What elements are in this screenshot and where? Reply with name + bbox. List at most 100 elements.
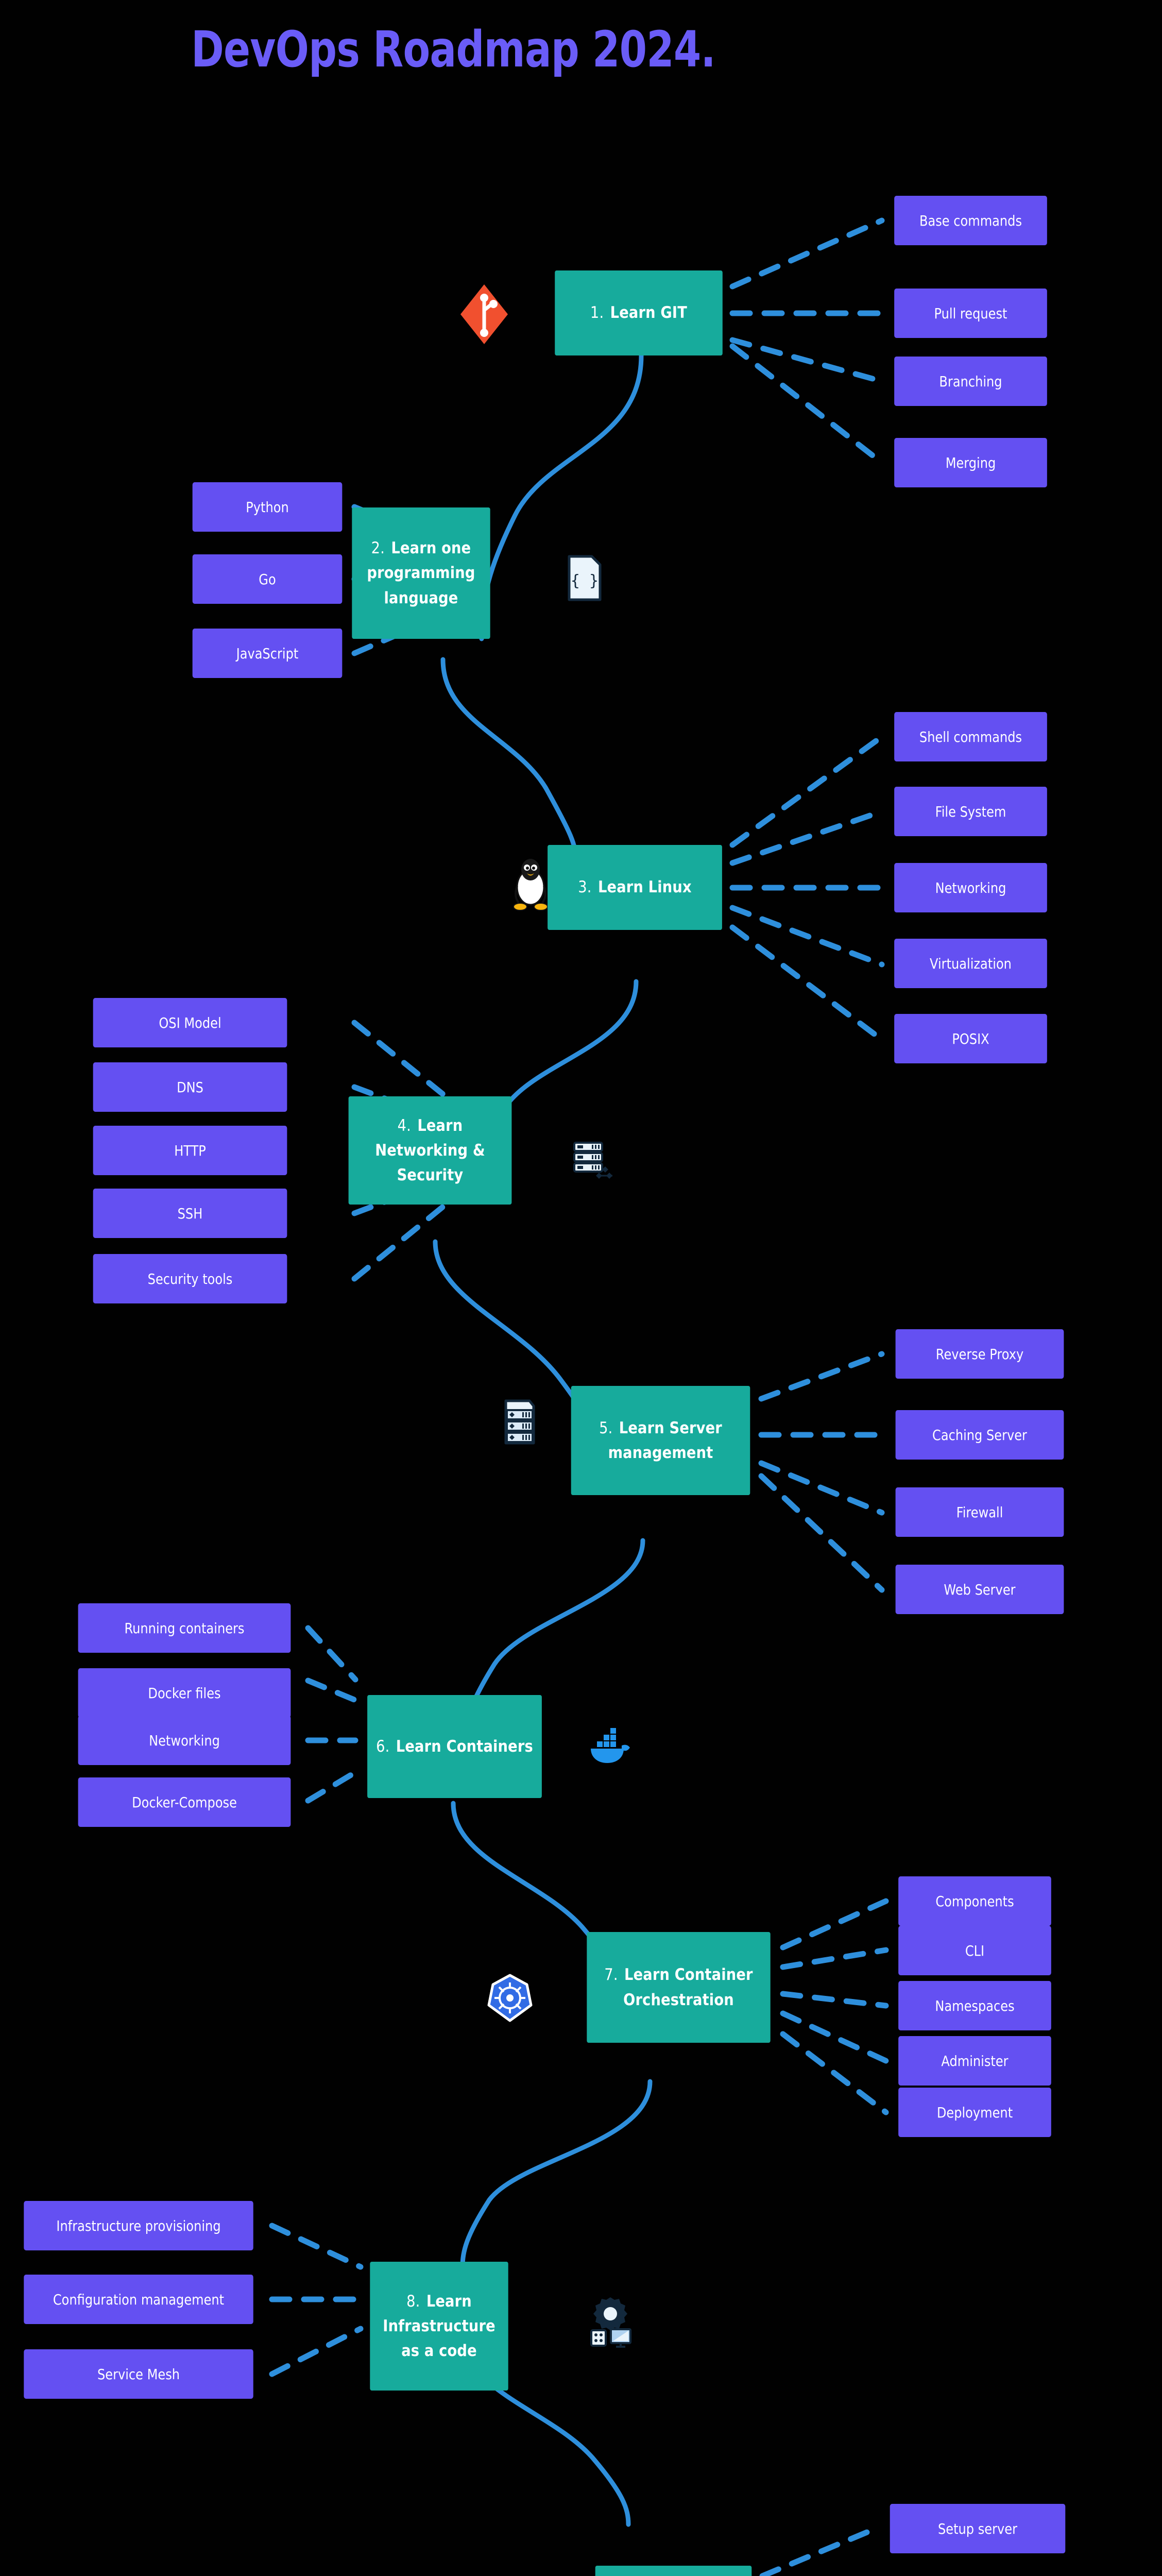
link-1-0 xyxy=(729,217,885,290)
sub-node-5-1[interactable]: Caching Server xyxy=(895,1410,1064,1460)
docker-whale-glyph xyxy=(590,1728,630,1763)
sub-node-1-3[interactable]: Merging xyxy=(894,438,1047,487)
sub-node-label: Shell commands xyxy=(919,728,1022,745)
link-5-0 xyxy=(758,1351,885,1402)
sub-node-3-2[interactable]: Networking xyxy=(894,863,1047,912)
sub-node-2-0[interactable]: Python xyxy=(192,482,343,532)
step-number-2: 2. xyxy=(371,539,385,558)
gear-infrastructure-glyph xyxy=(590,2297,631,2348)
spine-2-3 xyxy=(440,657,578,863)
sub-node-label: HTTP xyxy=(174,1142,206,1159)
step-node-7[interactable]: 7.Learn Container Orchestration xyxy=(587,1932,771,2043)
sub-node-7-0[interactable]: Components xyxy=(898,1876,1051,1926)
step-label-4: Learn Networking & Security xyxy=(375,1116,485,1185)
sub-node-label: CLI xyxy=(965,1942,985,1959)
sub-node-label: Namespaces xyxy=(935,1997,1015,2014)
server-rack-icon xyxy=(492,1391,546,1453)
link-5-3 xyxy=(758,1473,885,1593)
sub-node-4-4[interactable]: Security tools xyxy=(93,1254,287,1303)
sub-node-8-1[interactable]: Configuration management xyxy=(24,2275,253,2324)
step-number-5: 5. xyxy=(599,1418,613,1437)
link-6-1 xyxy=(305,1677,358,1703)
kubernetes-helm-glyph xyxy=(487,1974,533,2022)
sub-node-label: Networking xyxy=(935,879,1006,896)
sub-node-label: Administer xyxy=(941,2052,1009,2070)
sub-node-7-4[interactable]: Deployment xyxy=(898,2088,1051,2137)
sub-node-label: POSIX xyxy=(952,1030,989,1047)
sub-node-label: JavaScript xyxy=(236,645,299,662)
step-node-4[interactable]: 4.Learn Networking & Security xyxy=(348,1096,512,1205)
sub-node-2-2[interactable]: JavaScript xyxy=(192,629,343,678)
sub-node-6-1[interactable]: Docker files xyxy=(78,1668,291,1718)
sub-node-label: Deployment xyxy=(936,2104,1013,2121)
sub-node-3-4[interactable]: POSIX xyxy=(894,1014,1047,1063)
sub-node-label: Branching xyxy=(939,372,1002,390)
step-node-5[interactable]: 5.Learn Server management xyxy=(571,1386,750,1495)
step-label-1: Learn GIT xyxy=(610,303,688,323)
link-3-3 xyxy=(729,905,885,968)
sub-node-5-0[interactable]: Reverse Proxy xyxy=(895,1329,1064,1379)
sub-node-6-3[interactable]: Docker-Compose xyxy=(78,1777,291,1827)
sub-node-4-1[interactable]: DNS xyxy=(93,1062,287,1112)
sub-node-7-3[interactable]: Administer xyxy=(898,2036,1051,2086)
step-label-8: Learn Infrastructure as a code xyxy=(383,2292,495,2361)
step-node-1[interactable]: 1.Learn GIT xyxy=(555,270,723,355)
sub-node-4-3[interactable]: SSH xyxy=(93,1189,287,1238)
code-braces-file-glyph: { } xyxy=(568,555,602,601)
link-1-3 xyxy=(729,343,885,466)
sub-node-2-1[interactable]: Go xyxy=(192,554,343,604)
sub-node-8-0[interactable]: Infrastructure provisioning xyxy=(24,2201,253,2250)
sub-node-label: SSH xyxy=(177,1205,203,1222)
link-8-2 xyxy=(269,2326,364,2377)
step-number-8: 8. xyxy=(406,2292,420,2311)
sub-node-label: Infrastructure provisioning xyxy=(56,2217,221,2234)
link-9-0 xyxy=(759,2526,879,2576)
sub-node-6-0[interactable]: Running containers xyxy=(78,1603,291,1653)
network-server-glyph xyxy=(573,1142,612,1179)
devops-infinity-icon: CODE BUILD TEST DEPLOY OPERATE MONITOR R… xyxy=(438,2571,541,2576)
link-1-2 xyxy=(729,337,885,384)
link-7-2 xyxy=(780,1991,889,2009)
sub-node-label: Base commands xyxy=(919,212,1022,229)
step-node-3[interactable]: 3.Learn Linux xyxy=(548,845,722,930)
gear-infrastructure-icon xyxy=(582,2287,639,2354)
sub-node-7-2[interactable]: Namespaces xyxy=(898,1981,1051,2030)
link-3-1 xyxy=(729,808,885,866)
sub-node-6-2[interactable]: Networking xyxy=(78,1716,291,1765)
sub-node-5-3[interactable]: Web Server xyxy=(895,1565,1064,1614)
sub-node-1-2[interactable]: Branching xyxy=(894,357,1047,406)
sub-node-4-0[interactable]: OSI Model xyxy=(93,998,287,1047)
sub-node-1-0[interactable]: Base commands xyxy=(894,196,1047,245)
link-7-4 xyxy=(780,2031,889,2115)
link-3-0 xyxy=(729,734,885,848)
link-4-0 xyxy=(351,1020,456,1106)
linux-penguin-glyph xyxy=(513,859,548,911)
sub-node-5-2[interactable]: Firewall xyxy=(895,1487,1064,1537)
sub-node-8-2[interactable]: Service Mesh xyxy=(24,2349,253,2399)
sub-node-3-1[interactable]: File System xyxy=(894,787,1047,836)
sub-node-4-2[interactable]: HTTP xyxy=(93,1126,287,1175)
step-node-9[interactable]: 9.Learn CI/CD xyxy=(595,2566,752,2576)
link-7-0 xyxy=(780,1898,889,1951)
step-number-3: 3. xyxy=(578,878,592,897)
step-node-8[interactable]: 8.Learn Infrastructure as a code xyxy=(370,2262,508,2391)
sub-node-label: Pull request xyxy=(934,304,1007,322)
git-icon-glyph xyxy=(460,284,508,344)
sub-node-label: Networking xyxy=(149,1732,220,1749)
sub-node-3-3[interactable]: Virtualization xyxy=(894,939,1047,988)
sub-node-label: Configuration management xyxy=(53,2291,225,2308)
sub-node-label: Service Mesh xyxy=(97,2365,180,2383)
docker-whale-icon xyxy=(579,1716,639,1772)
linux-penguin-icon xyxy=(502,845,559,922)
step-label-6: Learn Containers xyxy=(396,1737,533,1756)
link-5-2 xyxy=(758,1460,885,1516)
step-node-6[interactable]: 6.Learn Containers xyxy=(367,1695,542,1798)
sub-node-3-0[interactable]: Shell commands xyxy=(894,712,1047,761)
step-node-2[interactable]: 2.Learn one programming language xyxy=(352,507,490,639)
link-3-4 xyxy=(729,924,885,1043)
sub-node-9-0[interactable]: Setup server xyxy=(890,2504,1066,2553)
sub-node-1-1[interactable]: Pull request xyxy=(894,289,1047,338)
sub-node-7-1[interactable]: CLI xyxy=(898,1926,1051,1975)
sub-node-label: Running containers xyxy=(124,1619,245,1637)
